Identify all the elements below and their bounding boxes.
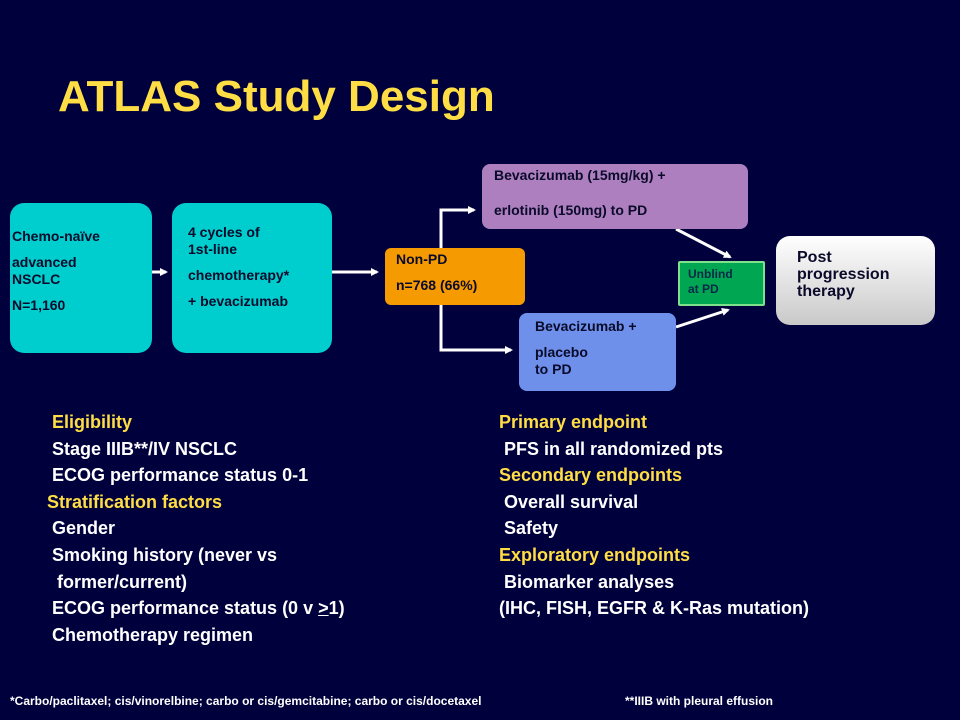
stratification-heading: Stratification factors [47, 491, 223, 512]
eligibility-item: ECOG performance status 0-1 [47, 465, 309, 486]
exploratory-endpoints-heading: Exploratory endpoints [499, 544, 691, 565]
box-line: placebo [535, 344, 588, 360]
non-pd-box: Non-PD n=768 (66%) [385, 248, 525, 305]
box-line: to PD [535, 361, 572, 377]
arrow-nonpd-to-erlotinib-arm [439, 206, 476, 248]
arrow-erlotinib-to-unblind [675, 227, 732, 259]
box-line: n=768 (66%) [396, 277, 478, 293]
box-line: + bevacizumab [188, 293, 288, 309]
post-progression-therapy-box: Post progression therapy [776, 236, 935, 325]
box-line: Post [797, 249, 832, 266]
primary-endpoint-item: PFS in all randomized pts [499, 438, 724, 459]
arrow-nonpd-to-placebo-arm [439, 305, 513, 354]
exploratory-endpoint-item: (IHC, FISH, EGFR & K-Ras mutation) [499, 598, 809, 619]
box-line: chemotherapy* [188, 267, 290, 283]
bevacizumab-erlotinib-arm-box: Bevacizumab (15mg/kg) + erlotinib (150mg… [482, 164, 748, 229]
box-line: progression [797, 266, 890, 283]
stratification-item: ECOG performance status (0 v >1) [47, 598, 345, 619]
chemo-naive-population-box: Chemo-naïve advanced NSCLC N=1,160 [10, 203, 152, 353]
arrow-placebo-to-unblind [675, 308, 730, 329]
eligibility-stratification-column: Eligibility Stage IIIB**/IV NSCLC ECOG p… [47, 409, 345, 648]
box-line: Bevacizumab (15mg/kg) + [494, 167, 666, 183]
endpoints-column: Primary endpoint PFS in all randomized p… [499, 409, 809, 622]
unblind-at-pd-box: Unblind at PD [678, 261, 765, 306]
box-line: Non-PD [396, 251, 448, 267]
induction-chemotherapy-box: 4 cycles of 1st-line chemotherapy* + bev… [172, 203, 332, 353]
box-line: Unblind [688, 267, 733, 281]
exploratory-endpoint-item: Biomarker analyses [499, 571, 675, 592]
stage-footnote: **IIIB with pleural effusion [625, 694, 774, 708]
eligibility-item: Stage IIIB**/IV NSCLC [47, 438, 238, 459]
box-line: therapy [797, 283, 855, 300]
slide-title: ATLAS Study Design [58, 72, 495, 121]
box-line: at PD [688, 282, 719, 296]
secondary-endpoint-item: Safety [499, 518, 559, 539]
box-line: Bevacizumab + [535, 318, 637, 334]
secondary-endpoint-item: Overall survival [499, 491, 639, 512]
box-line: Chemo-naïve [12, 228, 100, 244]
stratification-item: Smoking history (never vs [47, 544, 278, 565]
box-line: advanced [12, 254, 77, 270]
stratification-item: former/current) [47, 571, 188, 592]
chemotherapy-footnote: *Carbo/paclitaxel; cis/vinorelbine; carb… [10, 694, 482, 708]
eligibility-heading: Eligibility [52, 412, 133, 432]
box-line: N=1,160 [12, 297, 66, 313]
bevacizumab-placebo-arm-box: Bevacizumab + placebo to PD [519, 313, 676, 391]
box-line: erlotinib (150mg) to PD [494, 202, 648, 218]
box-line: NSCLC [12, 271, 61, 287]
box-line: 4 cycles of [188, 224, 260, 240]
stratification-item: Chemotherapy regimen [47, 624, 254, 645]
box-line: 1st-line [188, 241, 238, 257]
stratification-item: Gender [47, 518, 116, 539]
primary-endpoint-heading: Primary endpoint [499, 412, 648, 432]
secondary-endpoints-heading: Secondary endpoints [499, 465, 683, 486]
